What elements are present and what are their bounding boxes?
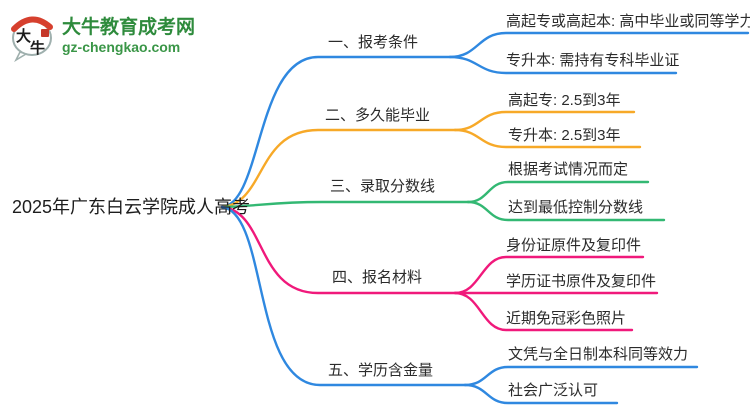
branch-label-5: 五、学历含金量: [328, 362, 434, 379]
leaf-label-5-2: 社会广泛认可: [508, 382, 599, 399]
leaf-label-4-2: 学历证书原件及复印件: [506, 273, 657, 290]
logo-text: 大牛教育成考网 gz-chengkao.com: [62, 17, 196, 56]
logo-seal: [41, 29, 49, 37]
site-logo[interactable]: 大 牛 大牛教育成考网 gz-chengkao.com: [8, 12, 195, 62]
bubble-tail: [14, 51, 28, 62]
branch-label-1: 一、报考条件: [328, 34, 419, 51]
leaf-label-1-1: 高起专或高起本: 高中毕业或同等学力: [506, 13, 750, 30]
branch-lines-3: [220, 180, 666, 222]
leaf-label-3-1: 根据考试情况而定: [508, 161, 629, 178]
leaf-label-1-2: 专升本: 需持有专科毕业证: [506, 52, 680, 69]
branch-lines-2: [220, 110, 642, 209]
leaf-label-3-2: 达到最低控制分数线: [508, 199, 644, 216]
leaf-label-4-1: 身份证原件及复印件: [506, 237, 642, 254]
branch-lines-4: [220, 205, 659, 332]
leaf-label-2-2: 专升本: 2.5到3年: [508, 127, 621, 144]
logo-char-2: 牛: [30, 39, 45, 57]
branch-label-3: 三、录取分数线: [330, 178, 436, 195]
branch-label-4: 四、报名材料: [332, 269, 423, 286]
logo-char-1: 大: [16, 27, 31, 45]
logo-bubble-icon: 大 牛: [11, 16, 53, 62]
branch-label-2: 二、多久能毕业: [325, 107, 431, 124]
leaf-label-5-1: 文凭与全日制本科同等效力: [508, 346, 689, 363]
branch-lines-1: [220, 31, 750, 209]
leaf-label-2-1: 高起专: 2.5到3年: [508, 92, 621, 109]
logo-red-arc: [11, 16, 53, 32]
leaf-label-4-3: 近期免冠彩色照片: [506, 310, 627, 327]
branch-lines-5: [220, 205, 699, 405]
logo-title: 大牛教育成考网: [62, 17, 196, 39]
mindmap-root-label: 2025年广东白云学院成人高考: [12, 197, 251, 217]
logo-domain: gz-chengkao.com: [62, 39, 181, 56]
